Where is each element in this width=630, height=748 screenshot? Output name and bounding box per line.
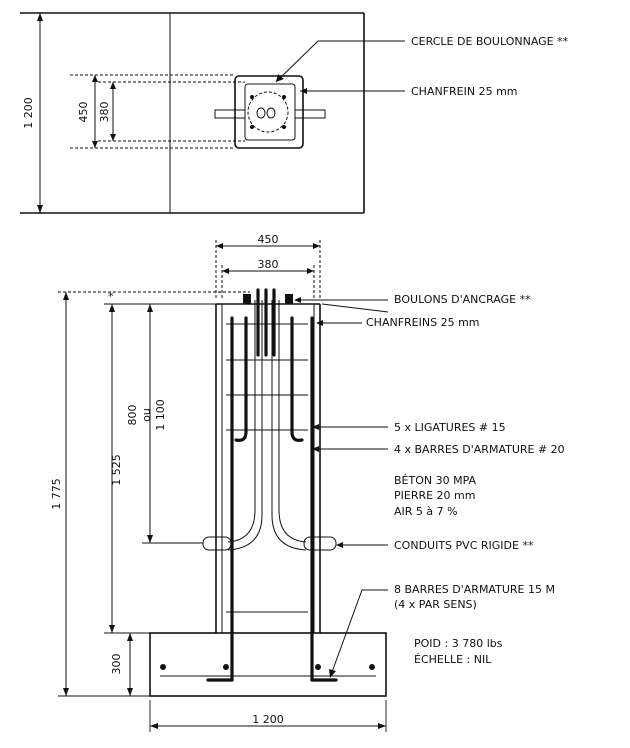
label-footing-bars-2: (4 x PAR SENS) (394, 598, 477, 611)
elev-star-mark: * (108, 290, 114, 303)
plan-pier-outline (234, 75, 304, 149)
plan-dim-overall: 1 200 (22, 97, 35, 129)
pier-rebar-right-inner (290, 316, 304, 442)
arrowhead (147, 304, 153, 312)
arrowhead (222, 268, 229, 274)
arrowhead (109, 304, 115, 312)
arrowhead (63, 688, 69, 696)
arrowhead (92, 75, 98, 82)
footing-outline (149, 632, 387, 697)
elev-dim-top-outer: 450 (258, 233, 279, 246)
conduit-stub-right (303, 536, 337, 551)
arrowhead (150, 723, 158, 729)
bolt-dot (282, 125, 286, 129)
label-chamfers: CHANFREINS 25 mm (366, 316, 480, 329)
label-ties: 5 x LIGATURES # 15 (394, 421, 506, 434)
arrowhead (312, 446, 319, 452)
arrowhead (294, 297, 301, 303)
arrowhead (63, 292, 69, 300)
label-bars: 4 x BARRES D'ARMATURE # 20 (394, 443, 565, 456)
arrowhead (312, 424, 319, 430)
plan-view: 1 200 450 380 CERCLE (20, 12, 569, 214)
conduit-left-outer (227, 300, 263, 551)
elev-dim-top-inner: 380 (258, 258, 279, 271)
arrowhead (307, 268, 314, 274)
pier-rebar-left-inner (234, 316, 248, 442)
arrowhead (378, 723, 386, 729)
arrowhead (147, 535, 153, 543)
arrowhead (109, 625, 115, 633)
plan-dim-inner: 380 (98, 102, 111, 123)
arrowhead (336, 542, 343, 548)
elev-dim-embed-3: 1 100 (154, 399, 167, 431)
arrowhead (127, 688, 133, 696)
arrowhead (329, 669, 336, 678)
leader-footing-bars (331, 589, 388, 673)
conduit-stub-left (202, 536, 232, 551)
elev-dim-footing-height: 300 (110, 654, 123, 675)
footing-rebar-dot (315, 664, 321, 670)
conduit-right-outer (271, 300, 307, 551)
arrowhead (110, 134, 116, 141)
label-footing-bars-1: 8 BARRES D'ARMATURE 15 M (394, 583, 555, 596)
label-concrete-3: AIR 5 à 7 % (394, 505, 458, 518)
bolt-dot (250, 95, 254, 99)
arrowhead (313, 243, 320, 249)
plan-conduit-end (256, 107, 266, 119)
elev-dim-embed-1: 800 (126, 405, 139, 426)
bolt-dot (282, 95, 286, 99)
label-anchor-bolts: BOULONS D'ANCRAGE ** (394, 293, 531, 306)
elev-dim-total-height: 1 775 (50, 478, 63, 510)
plan-conduit-end (266, 107, 276, 119)
arrowhead (92, 141, 98, 148)
label-weight: POID : 3 780 lbs (414, 637, 503, 650)
elev-dim-footing-width: 1 200 (252, 713, 284, 726)
arrowhead (316, 320, 323, 326)
arrowhead (110, 82, 116, 89)
arrowhead (37, 13, 43, 21)
anchor-nut (285, 294, 293, 304)
plan-conduit-right (294, 109, 326, 119)
plan-label-bolt-circle: CERCLE DE BOULONNAGE ** (411, 35, 569, 48)
arrowhead (276, 74, 284, 82)
bolt-dot (250, 125, 254, 129)
plan-conduit-left (214, 109, 246, 119)
plan-label-chamfer: CHANFREIN 25 mm (411, 85, 518, 98)
arrowhead (300, 88, 307, 94)
elevation-view: 450 380 (50, 233, 565, 732)
plan-bolt-circle (247, 91, 289, 133)
conduit-right-inner (278, 300, 307, 543)
label-scale: ÉCHELLE : NIL (414, 653, 492, 666)
label-concrete-1: BÉTON 30 MPA (394, 474, 477, 487)
arrowhead (127, 633, 133, 641)
arrowhead (216, 243, 223, 249)
elev-dim-pier-height: 1 525 (110, 454, 123, 486)
plan-dim-outer: 450 (77, 102, 90, 123)
anchor-nut (243, 294, 251, 304)
arrowhead (37, 205, 43, 213)
label-concrete-2: PIERRE 20 mm (394, 489, 476, 502)
elev-dim-embed-2: ou (140, 408, 153, 422)
footing-rebar-dot (369, 664, 375, 670)
label-conduits: CONDUITS PVC RIGIDE ** (394, 539, 534, 552)
footing-rebar-dot (223, 664, 229, 670)
leader-chamfers-2 (321, 303, 389, 313)
plan-leader-bolt-circle (275, 40, 405, 83)
footing-rebar-dot (160, 664, 166, 670)
